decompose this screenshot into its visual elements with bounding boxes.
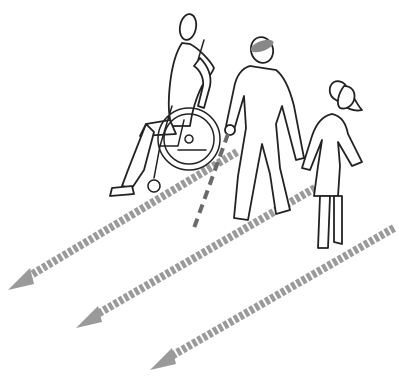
direction-arrow-3 xyxy=(150,228,394,370)
direction-arrow-1 xyxy=(8,152,237,290)
woman-icon xyxy=(302,81,362,248)
white-cane-icon xyxy=(194,134,228,228)
